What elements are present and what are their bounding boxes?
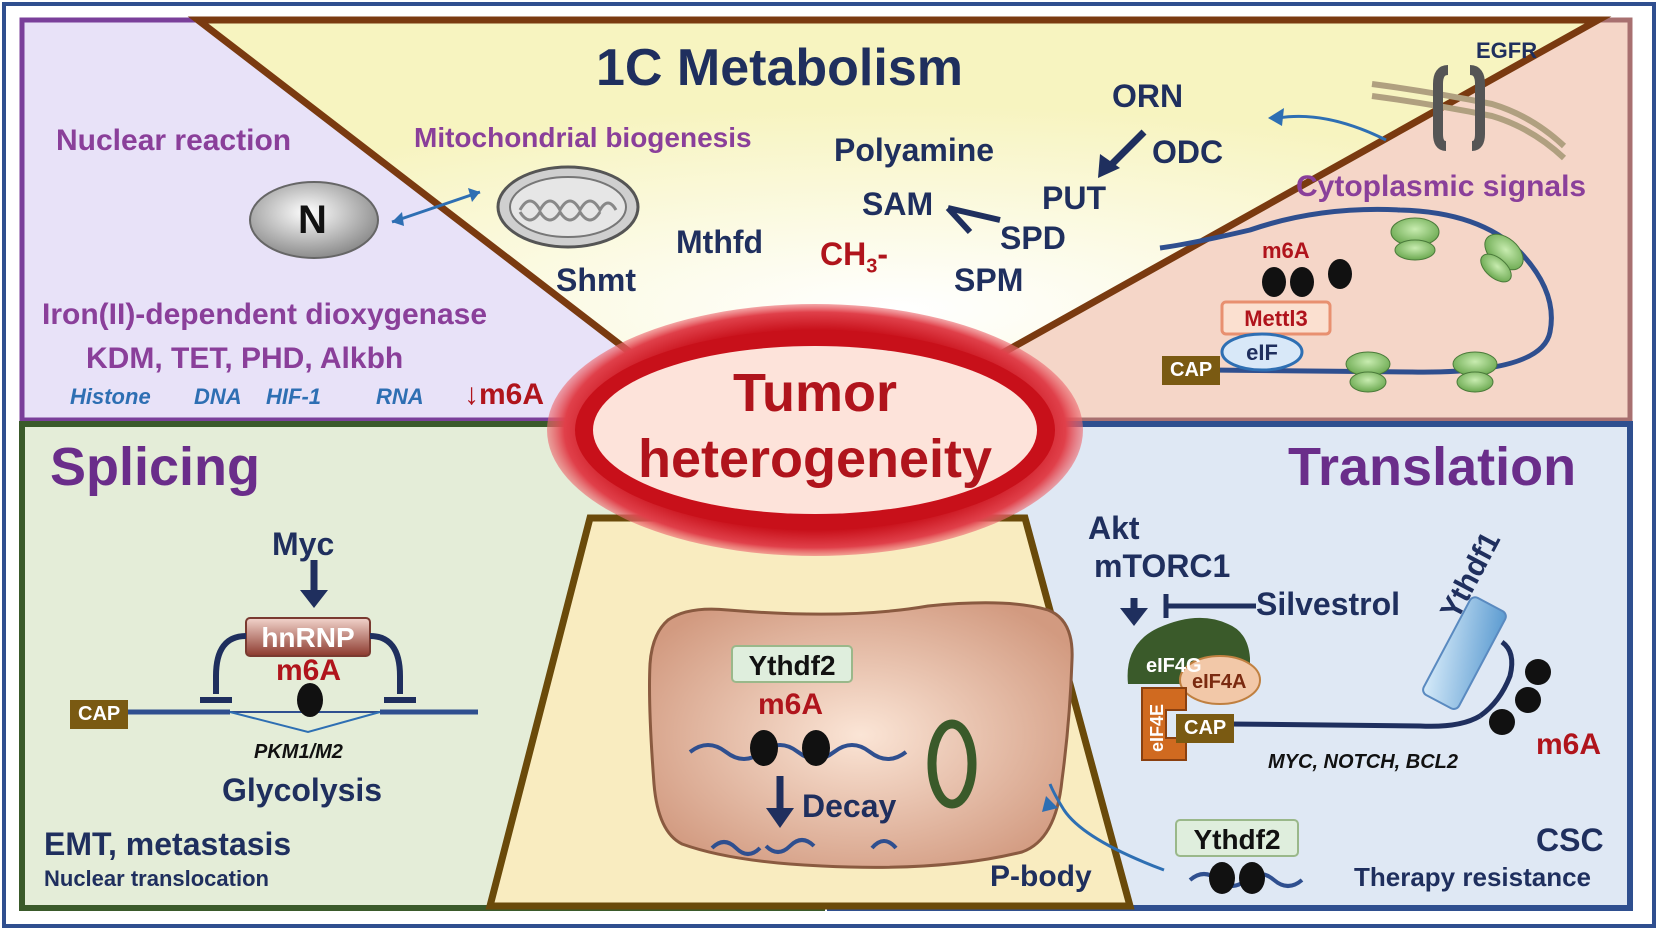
- cytoplasmic-title: Cytoplasmic signals: [1296, 170, 1587, 203]
- eif4g-label: eIF4G: [1146, 655, 1202, 677]
- eif-label: eIF: [1246, 340, 1278, 365]
- mito-label: Mitochondrial biogenesis: [414, 122, 752, 153]
- mtorc1-label: mTORC1: [1094, 548, 1231, 584]
- center-title-line2: heterogeneity: [637, 429, 993, 489]
- mrna-wave-icon: [688, 743, 908, 761]
- pkm-label: PKM1/M2: [254, 741, 343, 763]
- glycolysis-label: Glycolysis: [222, 772, 383, 808]
- m6a-dot-icon: [1262, 267, 1286, 297]
- spd-label: SPD: [1000, 220, 1066, 256]
- inhibit-right-icon: [369, 633, 403, 694]
- target-rna: RNA: [376, 384, 424, 409]
- egfr-label: EGFR: [1476, 38, 1538, 63]
- mettl3-label: Mettl3: [1244, 306, 1308, 331]
- spm-label: SPM: [954, 262, 1024, 298]
- target-dna: DNA: [194, 384, 242, 409]
- eif4a-label: eIF4A: [1192, 671, 1247, 693]
- membrane-icon: [1371, 81, 1567, 149]
- target-histone: Histone: [70, 384, 151, 409]
- cap-label-rt: CAP: [1162, 356, 1221, 385]
- cytoplasmic-arrow-icon: [1277, 114, 1387, 142]
- hnrnp-label: hnRNP: [261, 622, 355, 653]
- m6a-label-rb: m6A: [1536, 728, 1602, 761]
- eif4a-icon: [1179, 655, 1261, 705]
- akt-label: Akt: [1088, 510, 1140, 546]
- cell-icon: [648, 601, 1074, 869]
- nuclear-reaction-title: Nuclear reaction: [56, 124, 292, 157]
- spd-sam-arrow-icon: [947, 205, 1001, 223]
- fragment-icon: [710, 840, 762, 856]
- mrna-loop-icon: [1159, 206, 1554, 375]
- m6a-dot-icon: [1489, 709, 1515, 735]
- p-body-label: P-body: [990, 860, 1092, 893]
- ythdf2-label-cell: Ythdf2: [748, 650, 836, 681]
- shmt-label: Shmt: [556, 262, 636, 298]
- pbody-arrow-icon: [1048, 783, 1165, 872]
- cap-label-lb: CAP: [70, 700, 129, 729]
- ythdf1-box: [1422, 596, 1507, 710]
- ythdf2-label-bottom: Ythdf2: [1193, 824, 1281, 855]
- center-title-line1: Tumor: [733, 363, 897, 423]
- translation-title: Translation: [1288, 437, 1577, 497]
- sam-label: SAM: [862, 186, 934, 222]
- myc-label: Myc: [272, 526, 335, 562]
- therapy-resistance-label: Therapy resistance: [1354, 862, 1592, 892]
- double-arrow-icon: [391, 190, 481, 224]
- put-label: PUT: [1042, 180, 1106, 216]
- m6a-dot-icon: [750, 730, 778, 766]
- m6a-label-cell: m6A: [758, 688, 824, 721]
- inhibit-left-icon: [213, 633, 247, 694]
- eif-ellipse: [1220, 332, 1304, 372]
- enzymes-label: KDM, TET, PHD, Alkbh: [86, 342, 404, 375]
- center-ellipse: [593, 346, 1037, 514]
- translation-mrna-icon: [1229, 713, 1482, 729]
- polyamine-label: Polyamine: [834, 132, 995, 168]
- m6a-label-lb: m6A: [276, 654, 342, 687]
- splicing-title: Splicing: [50, 437, 261, 497]
- cap-label-rb: CAP: [1176, 714, 1235, 743]
- ythdf2-box-cell: [731, 645, 853, 683]
- iron-label: Iron(II)-dependent dioxygenase: [42, 298, 488, 331]
- nucleus-icon: [249, 181, 379, 259]
- orn-put-arrow-icon: [1105, 129, 1147, 171]
- translation-targets-label: MYC, NOTCH, BCL2: [1268, 751, 1458, 773]
- orn-label: ORN: [1112, 78, 1184, 114]
- egfr-receptor-icon: [1433, 65, 1485, 151]
- csc-label: CSC: [1536, 822, 1604, 858]
- m6a-label-rt: m6A: [1262, 238, 1310, 263]
- p-body-ring-icon: [927, 719, 977, 809]
- eif4e-icon: [1141, 687, 1187, 761]
- eif4e-label: eIF4E: [1147, 703, 1167, 752]
- m6a-dot-icon: [297, 683, 323, 717]
- ch3-label: CH3-: [820, 236, 888, 278]
- nucleus-label: N: [298, 198, 327, 242]
- odc-label: ODC: [1152, 134, 1224, 170]
- decay-label: Decay: [802, 788, 897, 824]
- silvestrol-label: Silvestrol: [1256, 586, 1401, 622]
- mthfd-label: Mthfd: [676, 224, 764, 260]
- splice-path-icon: [229, 711, 381, 734]
- nuclear-translocation-label: Nuclear translocation: [44, 866, 269, 891]
- emt-label: EMT, metastasis: [44, 826, 292, 862]
- ythdf2-box-bottom: [1175, 819, 1299, 857]
- metabolism-title: 1C Metabolism: [596, 39, 963, 97]
- target-hif1: HIF-1: [266, 384, 321, 409]
- m6a-down-label: ↓m6A: [464, 378, 545, 411]
